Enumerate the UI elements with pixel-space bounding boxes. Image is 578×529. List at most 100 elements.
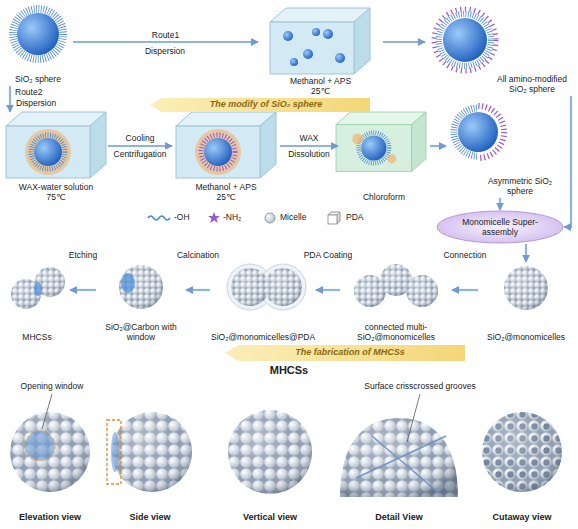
edge-label: Cooling <box>125 133 156 143</box>
process-stage: Cutaway view <box>470 395 574 525</box>
art-circle <box>119 265 163 309</box>
process-stage: Side view <box>100 395 200 525</box>
art-g <box>6 112 106 178</box>
art-circle <box>504 266 548 310</box>
art-circle <box>458 112 498 152</box>
art-polygon <box>90 112 106 178</box>
art-circle <box>112 412 192 492</box>
legend-label: PDA <box>345 212 364 222</box>
edge-label: WAX <box>298 133 319 143</box>
art-polygon <box>412 112 426 171</box>
art-polygon <box>176 112 276 126</box>
art-circle <box>204 138 232 166</box>
art-rect <box>270 22 354 74</box>
flow-arrow <box>9 86 11 112</box>
art-line <box>407 394 420 442</box>
art-polygon <box>150 98 370 112</box>
legend-label: -OH <box>173 212 191 222</box>
art-polygon <box>354 8 370 74</box>
art-circle <box>25 129 71 175</box>
section-heading: MHCSs <box>269 364 310 377</box>
art-rect <box>6 126 90 178</box>
node-label: SiO₂ sphere <box>5 74 71 84</box>
art-line <box>42 394 52 429</box>
art-circle <box>34 138 62 166</box>
node-label: Side view <box>102 512 198 523</box>
art-circle <box>231 268 269 306</box>
art-circle <box>35 267 65 297</box>
process-stage: Vertical view <box>212 395 328 525</box>
art-circle <box>335 53 345 63</box>
art-circle <box>25 431 55 461</box>
node-label: Monomicelle Super-assembly <box>452 217 548 237</box>
flow-arrow <box>316 289 340 291</box>
art-circle <box>264 268 302 306</box>
art-circle <box>439 14 491 66</box>
node-label: All amino-modified SiO₂ sphere <box>491 74 573 94</box>
flow-arrow <box>564 96 571 227</box>
process-stage: Detail View <box>334 395 464 525</box>
art-circle <box>352 134 363 145</box>
art-circle <box>434 9 496 71</box>
process-stage: Asymmetric SiO₂ sphere <box>446 98 562 198</box>
node-label: MHCSs <box>7 332 67 342</box>
node-label: Elevation view <box>4 512 96 523</box>
art-circle <box>443 18 487 62</box>
process-stage: All amino-modified SiO₂ sphere <box>425 4 575 96</box>
node-label: connected multi-SiO₂@monomicelles <box>341 322 451 342</box>
process-stage: SiO₂@monomicelles <box>478 262 574 344</box>
art-polygon <box>225 345 465 361</box>
art-circle <box>387 154 396 163</box>
note-label: Opening window <box>20 381 85 391</box>
art-circle <box>228 410 312 494</box>
edge-label: Calcination <box>176 250 220 260</box>
node-label: Chloroform <box>344 192 424 202</box>
process-stage: Methanol + APS 25℃ <box>172 112 280 204</box>
note-label: Dissolution <box>287 149 331 159</box>
note-label: Surface crisscrossed grooves <box>363 381 477 391</box>
art-ellipse <box>34 282 42 296</box>
art-circle <box>323 29 333 39</box>
art-circle <box>283 31 293 41</box>
legend-label: Micelle <box>279 212 307 222</box>
node-label: Cutaway view <box>472 512 572 523</box>
art-g <box>270 8 370 74</box>
art-ellipse <box>121 273 135 293</box>
art-circle <box>290 58 298 66</box>
art-circle <box>11 279 41 309</box>
edge-label: Route2 <box>14 87 43 97</box>
note-label: Dispersion <box>144 46 186 56</box>
art-circle <box>454 108 478 156</box>
art-circle <box>13 9 63 59</box>
edge-label: Connection <box>442 250 487 260</box>
art-rect <box>328 215 337 224</box>
art-polygon <box>260 112 276 178</box>
art-circle <box>260 264 306 310</box>
art-circle <box>478 106 504 158</box>
process-stage: WAX-water solution 75℃ <box>4 112 108 204</box>
assembly-ellipse: Monomicelle Super-assembly <box>436 210 564 244</box>
art-circle <box>228 410 312 494</box>
banner-text: The modify of SiO₂ sphere <box>209 99 323 110</box>
flow-arrow <box>499 198 501 210</box>
art-circle <box>11 279 41 309</box>
art-path <box>340 418 458 497</box>
art-g <box>336 112 426 171</box>
banner-text: The fabrication of MHCSs <box>294 347 406 358</box>
node-label: Methanol + APS 25℃ <box>286 76 356 96</box>
art-circle <box>482 412 562 492</box>
art-polygon <box>6 112 106 126</box>
art-circle <box>112 412 192 492</box>
art-rect <box>336 125 412 172</box>
process-stage: Chloroform <box>338 112 430 204</box>
art-circle <box>31 135 65 169</box>
node-label: Asymmetric SiO₂ sphere <box>480 176 560 196</box>
art-circle <box>231 268 269 306</box>
art-circle <box>482 412 562 492</box>
edge-label: PDA Coating <box>303 250 354 260</box>
edge-label: Etching <box>68 250 98 260</box>
art-circle <box>35 267 65 297</box>
